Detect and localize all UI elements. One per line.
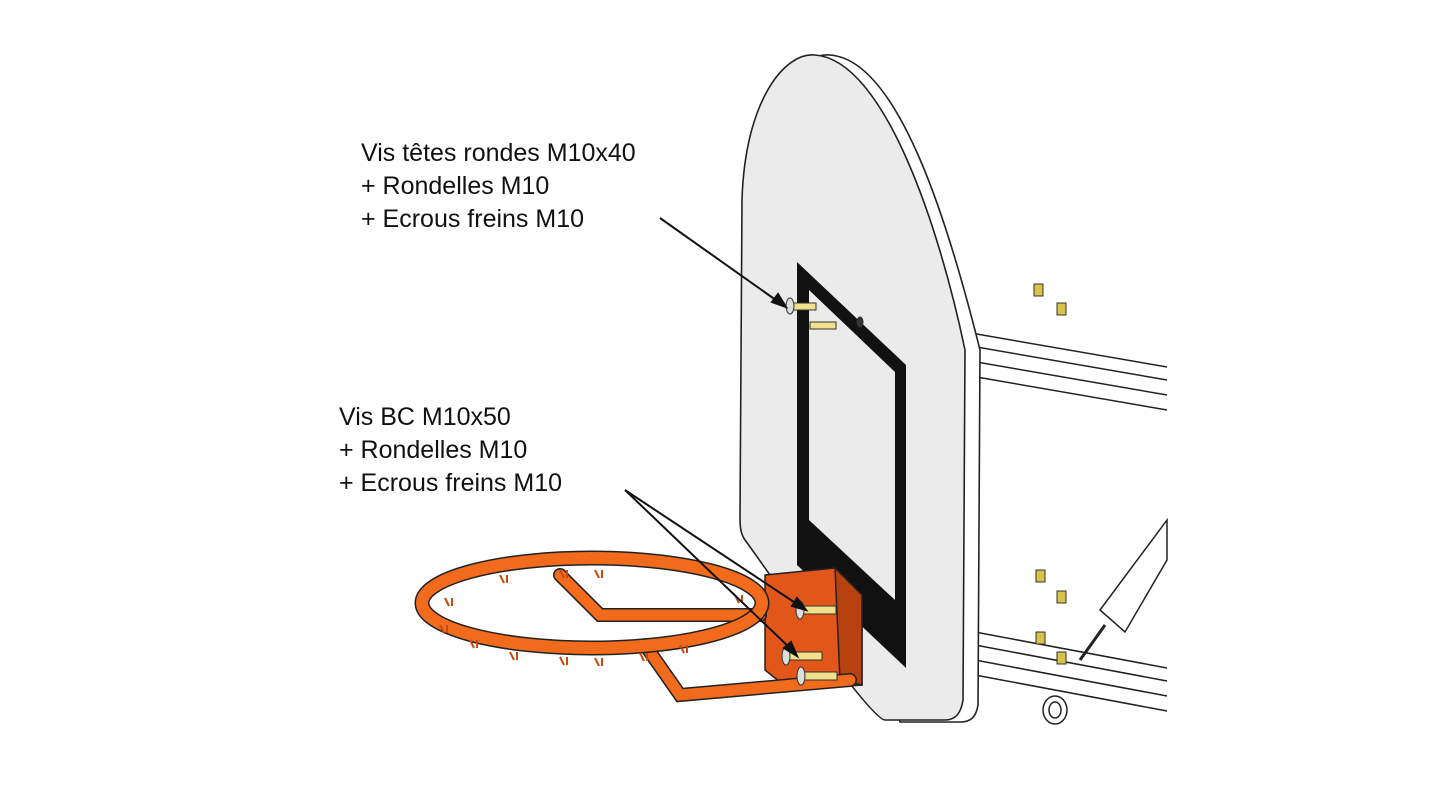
bottom-bolt-callout: Vis BC M10x50 + Rondelles M10 + Ecrous f… xyxy=(339,401,562,500)
frame-nuts xyxy=(1033,283,1067,665)
rim xyxy=(414,550,857,703)
leader-lines xyxy=(624,217,809,659)
callout-line: + Ecrous freins M10 xyxy=(339,469,563,497)
target-square xyxy=(797,262,906,668)
callout-line: Vis BC M10x50 xyxy=(339,403,511,431)
callout-line: + Rondelles M10 xyxy=(361,172,550,200)
callout-line: Vis têtes rondes M10x40 xyxy=(361,139,636,167)
callout-line: + Rondelles M10 xyxy=(339,436,528,464)
top-bolt-callout: Vis têtes rondes M10x40 + Rondelles M10 … xyxy=(361,137,636,236)
callout-line: + Ecrous freins M10 xyxy=(361,205,585,233)
net-hooks xyxy=(439,569,743,667)
top-bolts xyxy=(785,297,864,330)
mounting-frame xyxy=(964,331,1168,725)
